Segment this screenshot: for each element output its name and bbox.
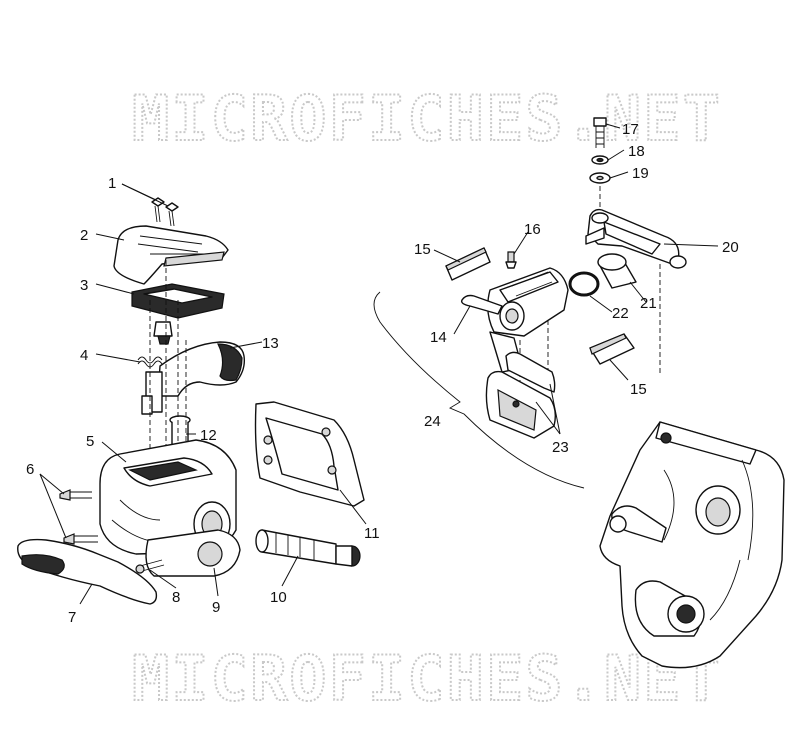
part-6-screws — [59, 489, 98, 545]
callout-15b: 15 — [630, 381, 647, 398]
part-10-shaft — [255, 529, 361, 567]
caliper-body — [487, 267, 569, 373]
mount-casting — [599, 421, 785, 669]
callout-4: 4 — [80, 347, 88, 364]
callout-16: 16 — [524, 221, 541, 238]
callout-5: 5 — [86, 433, 94, 450]
callout-3: 3 — [80, 277, 88, 294]
part-20-holder — [585, 208, 687, 269]
callout-17: 17 — [622, 121, 639, 138]
part-21-piston — [597, 253, 637, 289]
callout-13: 13 — [262, 335, 279, 352]
part-23-brake-pads — [485, 351, 557, 439]
watermark-bottom: MICROFICHES.NET — [132, 642, 722, 715]
part-14-pin — [460, 294, 503, 315]
part-13-throttle-lever — [141, 341, 246, 415]
part-17-bolt — [593, 117, 607, 148]
callout-12: 12 — [200, 427, 217, 444]
part-15-pad-upper — [445, 247, 491, 281]
leader-lines — [39, 123, 719, 605]
callout-8: 8 — [172, 589, 180, 606]
callout-23: 23 — [552, 439, 569, 456]
callout-1: 1 — [108, 175, 116, 192]
part-18-lock-washer — [591, 155, 609, 165]
part-8-pin — [135, 559, 165, 574]
part-7-brake-lever — [17, 538, 158, 605]
assembly-lines-left — [149, 260, 187, 540]
callout-14: 14 — [430, 329, 447, 346]
group-bracket-24 — [373, 291, 585, 489]
callout-21: 21 — [640, 295, 657, 312]
callout-7: 7 — [68, 609, 76, 626]
callout-11: 11 — [364, 525, 380, 542]
part-1-screws — [151, 197, 179, 227]
callout-19: 19 — [632, 165, 649, 182]
plunger — [153, 321, 173, 345]
callout-22: 22 — [612, 305, 629, 322]
callout-20: 20 — [722, 239, 739, 256]
part-22-seal — [568, 271, 600, 297]
part-2-cover — [113, 225, 229, 285]
callout-2: 2 — [80, 227, 88, 244]
part-15-pad-lower — [589, 333, 635, 365]
part-16-bleeder — [505, 251, 517, 269]
callout-10: 10 — [270, 589, 287, 606]
watermark-top: MICROFICHES.NET — [132, 82, 722, 155]
callout-18: 18 — [628, 143, 645, 160]
callout-6: 6 — [26, 461, 34, 478]
callout-15a: 15 — [414, 241, 431, 258]
part-11-gasket — [254, 401, 365, 507]
part-9-clamp — [145, 529, 241, 577]
callout-24: 24 — [424, 413, 441, 430]
part-19-washer — [589, 172, 611, 184]
callout-9: 9 — [212, 599, 220, 616]
